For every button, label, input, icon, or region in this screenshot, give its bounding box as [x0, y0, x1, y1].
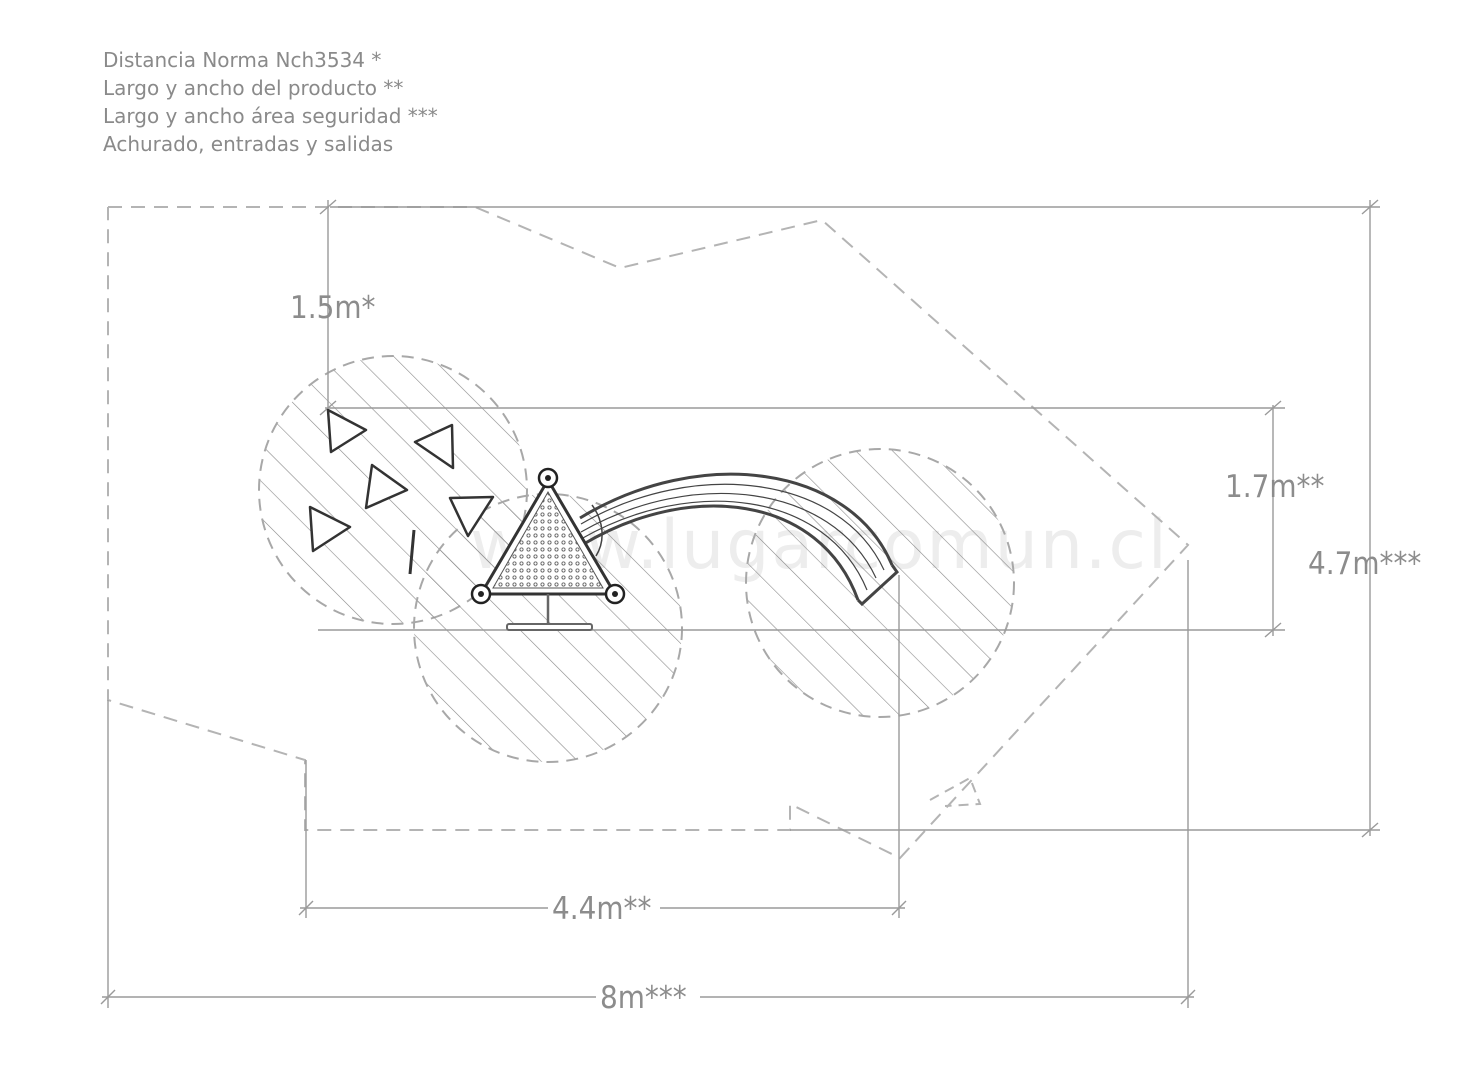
- climbing-bar: [408, 529, 416, 575]
- climbing-hold: [364, 463, 409, 510]
- dimension-label-safety-distance: 1.5m*: [290, 290, 376, 326]
- triangle-platform: [470, 467, 626, 631]
- legend-line-norma: Distancia Norma Nch3534 *: [103, 48, 382, 72]
- dimension-lines: [100, 199, 1380, 1008]
- safety-area-notch: [929, 776, 982, 807]
- climbing-holds: [308, 408, 495, 575]
- legend-line-seguridad: Largo y ancho área seguridad ***: [103, 104, 438, 128]
- dimension-label-safety-width: 4.7m***: [1308, 546, 1421, 582]
- dimension-label-product-width: 1.7m**: [1225, 469, 1324, 505]
- climbing-hold: [308, 505, 352, 553]
- climbing-hold: [448, 495, 495, 538]
- legend-line-producto: Largo y ancho del producto **: [103, 76, 404, 100]
- legend: Distancia Norma Nch3534 * Largo y ancho …: [103, 46, 438, 158]
- legend-line-achurado: Achurado, entradas y salidas: [103, 132, 394, 156]
- dimension-label-product-length: 4.4m**: [552, 891, 651, 927]
- climbing-hold: [413, 423, 455, 470]
- dimension-label-safety-length: 8m***: [600, 980, 687, 1016]
- climbing-hold: [326, 408, 368, 454]
- safety-area-outline: [107, 206, 1190, 860]
- slide: [579, 472, 899, 607]
